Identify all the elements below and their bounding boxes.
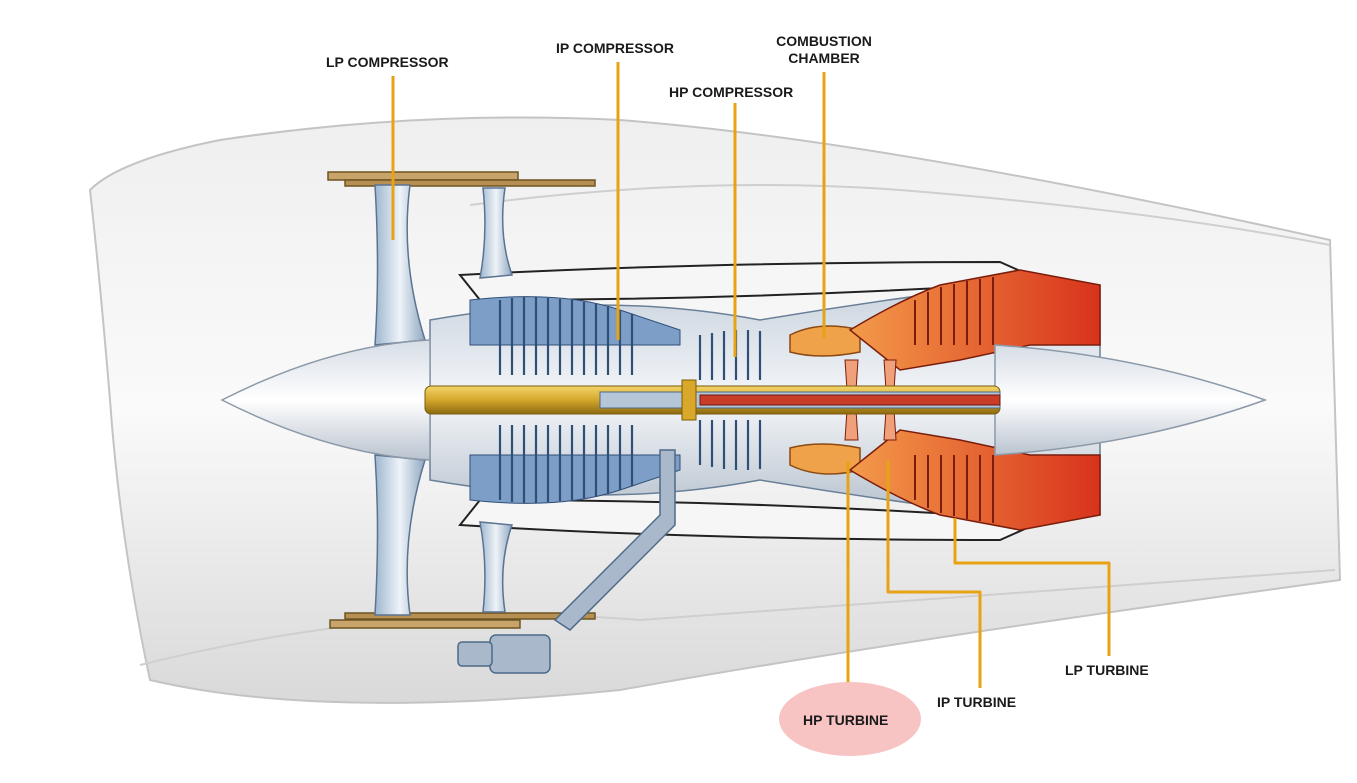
hp-shaft [699,394,1001,406]
fan-casing-lower [329,612,596,629]
exhaust-cone [994,344,1268,456]
turbine-blades [914,277,994,523]
label-lp-turbine: LP TURBINE [1065,662,1149,678]
label-combustion-line2: CHAMBER [788,50,860,66]
turbine-casing-upper [848,269,1101,371]
label-lp-compressor: LP COMPRESSOR [326,54,449,70]
compressor-blades [498,297,762,503]
accessory-gearbox [457,449,676,674]
turbine-casing-lower [848,429,1101,531]
label-hp-turbine: HP TURBINE [803,712,889,728]
label-ip-turbine: IP TURBINE [937,694,1017,710]
leader-ip-turbine [886,460,982,688]
fan-casing-upper [327,171,596,187]
label-combustion-chamber: COMBUSTION CHAMBER [772,33,876,67]
hp-turbine-disc [844,359,897,441]
fan-blades [374,184,514,616]
combustion-chamber [789,325,861,475]
label-ip-compressor: IP COMPRESSOR [556,40,674,56]
hp-turbine-highlight [779,682,921,756]
label-hp-compressor: HP COMPRESSOR [669,84,794,100]
leader-lp-turbine [953,518,1111,656]
leader-lines [391,62,1111,700]
label-combustion-line1: COMBUSTION [776,33,872,49]
